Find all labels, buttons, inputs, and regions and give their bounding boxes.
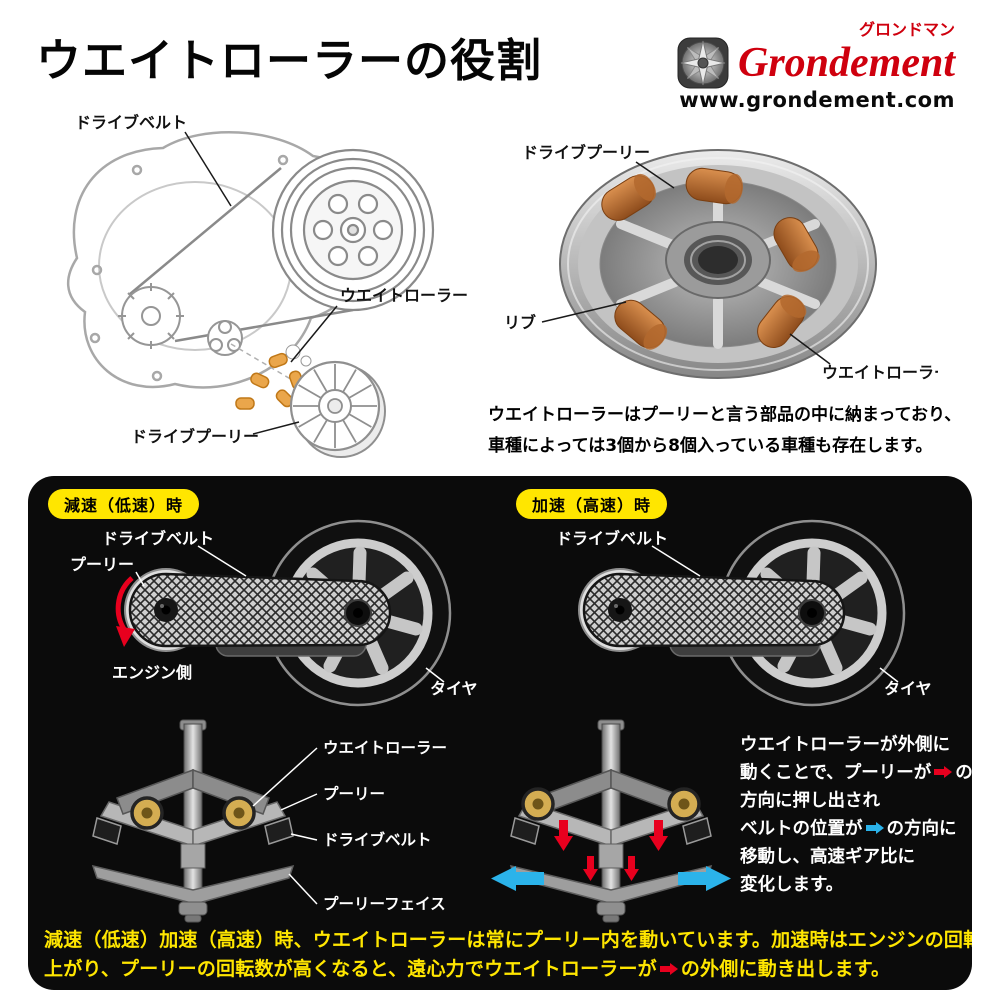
label-weight-roller: ウエイトローラー xyxy=(822,363,938,382)
weight-roller xyxy=(601,173,656,221)
badge-high-speed: 加速（高速）時 xyxy=(516,489,668,519)
weight-roller xyxy=(773,217,820,273)
badge-low-speed: 減速（低速）時 xyxy=(48,489,200,519)
footer-line-1: 減速（低速）加速（高速）時、ウエイトローラーは常にプーリー内を動いています。加速… xyxy=(44,929,972,951)
explanation-line: の方向に xyxy=(886,819,957,839)
drive-belt xyxy=(582,572,846,648)
blue-out-arrow-icon xyxy=(491,866,731,891)
hub-waist xyxy=(598,843,624,869)
drive-pulley-fan xyxy=(289,360,386,458)
pulley-hub xyxy=(154,598,178,622)
nut xyxy=(300,355,312,367)
belt-section xyxy=(92,817,294,845)
explanation-line: の xyxy=(955,763,972,783)
boss-end xyxy=(602,914,620,923)
boss-end xyxy=(184,914,202,923)
weight-roller xyxy=(521,787,701,821)
label-tire: タイヤ xyxy=(884,679,932,698)
belt-section xyxy=(510,817,712,845)
explanation-line: ウエイトローラーが外側に xyxy=(740,735,950,755)
explanation-line: 動くことで、プーリーが xyxy=(740,763,932,783)
label-drive-belt: ドライブベルト xyxy=(323,830,432,849)
leader-lines xyxy=(541,161,831,365)
footer-text: 減速（低速）加速（高速）時、ウエイトローラーは常にプーリー内を動いています。加速… xyxy=(44,926,972,985)
footer-line-2-end: の外側に動き出します。 xyxy=(680,958,891,981)
wheel-hub xyxy=(344,599,372,627)
label-drive-belt: ドライブベルト xyxy=(102,529,214,548)
weight-roller xyxy=(130,796,256,830)
label-drive-pulley: ドライブプーリー xyxy=(522,143,650,162)
low-speed-cross-section: ウエイトローラー プーリー ドライブベルト プーリーフェイス xyxy=(91,719,447,923)
label-pulley: プーリー xyxy=(70,555,134,574)
explanation-text: ウエイトローラーが外側に 動くことで、プーリーが の 方向に押し出され ベルトの位… xyxy=(740,731,972,899)
roller-retainer xyxy=(207,320,243,356)
red-arrow-icon xyxy=(659,963,678,976)
variator-photo: ドライブプーリー リブ ウエイトローラー xyxy=(504,143,938,382)
weight-roller xyxy=(757,294,807,348)
label-engine-side: エンジン側 xyxy=(112,663,192,682)
weight-roller xyxy=(614,299,668,350)
shaft xyxy=(183,723,203,911)
bottom-panel: 減速（低速）時 加速（高速）時 xyxy=(28,476,972,990)
drive-belt xyxy=(128,572,392,648)
red-arrow-icon xyxy=(934,766,953,778)
boss xyxy=(178,901,208,916)
brand-name: Grondement xyxy=(737,40,955,86)
low-speed-belt-diagram: ドライブベルト プーリー エンジン側 タイヤ xyxy=(70,519,478,707)
explanation-line: 変化します。 xyxy=(740,875,844,895)
front-sprocket xyxy=(118,283,184,349)
drive-belt-lines xyxy=(129,167,354,343)
leader-lines xyxy=(184,131,338,435)
explanation-line: ベルトの位置が xyxy=(740,819,863,839)
footer-line-2: 上がり、プーリーの回転数が高くなると、遠心力でウエイトローラーが xyxy=(44,958,657,981)
high-speed-cross-section xyxy=(491,719,731,923)
hub-waist xyxy=(180,843,206,869)
clutch-pulley xyxy=(271,148,435,312)
label-drive-belt: ドライブベルト xyxy=(75,113,187,132)
brand-kana: グロンドマン xyxy=(858,20,955,39)
explanation-line: 方向に押し出され xyxy=(740,791,880,811)
label-weight-roller: ウエイトローラー xyxy=(323,739,447,757)
label-drive-belt: ドライブベルト xyxy=(556,529,668,548)
leader-lines xyxy=(651,545,899,683)
boss xyxy=(596,901,626,916)
leader-lines xyxy=(135,545,445,683)
label-pulley: プーリー xyxy=(323,784,385,803)
caption-line-1: ウエイトローラーはプーリーと言う部品の中に納まっており、 xyxy=(488,405,962,425)
red-down-arrow-icon xyxy=(554,820,668,881)
washer xyxy=(285,344,301,360)
brand-block: Grondement xyxy=(676,36,955,90)
brand-logo-icon xyxy=(677,37,729,89)
exploded-engine-diagram: ドライブベルト ウエイトローラー ドライブプーリー xyxy=(66,113,468,458)
label-drive-pulley: ドライブプーリー xyxy=(131,427,259,446)
label-tire: タイヤ xyxy=(430,679,478,698)
rim-highlight xyxy=(567,157,869,371)
brand-website: www.grondement.com xyxy=(679,88,955,112)
label-weight-roller: ウエイトローラー xyxy=(340,286,468,305)
high-speed-belt-diagram: ドライブベルト タイヤ xyxy=(556,519,932,707)
blue-arrow-icon xyxy=(865,822,884,834)
wheel-hub xyxy=(798,599,826,627)
explanation-line: 移動し、高速ギア比に xyxy=(740,847,915,867)
leader-lines xyxy=(252,747,318,905)
weight-rollers-small xyxy=(235,352,305,410)
shaft xyxy=(601,723,621,911)
assembly-axis xyxy=(230,343,334,405)
page-title: ウエイトローラーの役割 xyxy=(36,34,543,87)
pulley-hub xyxy=(608,598,632,622)
photo-caption: ウエイトローラーはプーリーと言う部品の中に納まっており、 車種によっては3個から… xyxy=(488,400,961,461)
caption-line-2: 車種によっては3個から8個入っている車種も存在します。 xyxy=(488,435,933,456)
pulley-face-plate xyxy=(91,864,295,905)
label-rib: リブ xyxy=(504,313,536,332)
rotation-arrow-icon xyxy=(115,576,135,647)
hub xyxy=(665,221,771,299)
weight-roller xyxy=(685,167,743,205)
label-pulley-face: プーリーフェイス xyxy=(323,894,446,913)
